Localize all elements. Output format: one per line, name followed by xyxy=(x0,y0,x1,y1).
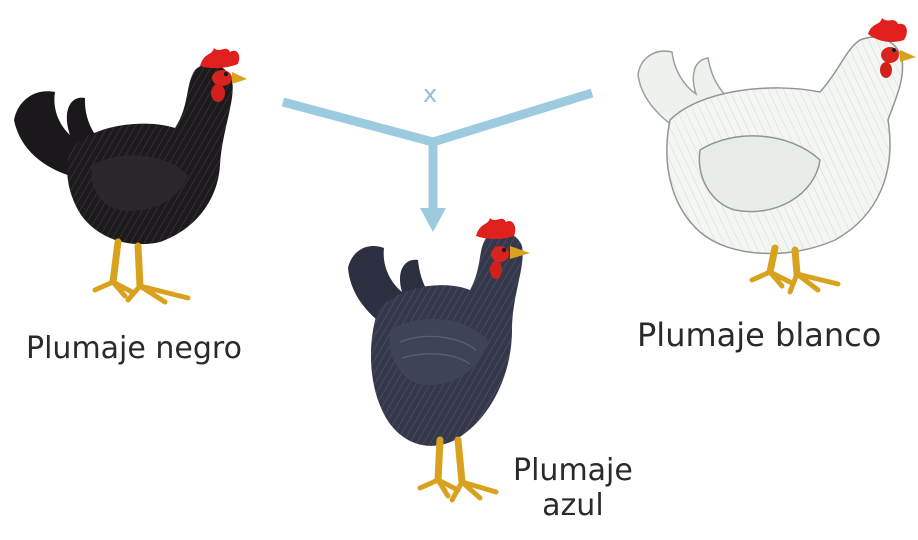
black-chicken-icon xyxy=(14,48,247,302)
blue-plumage-label-line1: Plumaje xyxy=(513,453,633,488)
blue-chicken-icon xyxy=(348,218,530,500)
cross-arrow-icon xyxy=(283,93,592,232)
cross-symbol: x xyxy=(423,80,437,108)
black-plumage-label: Plumaje negro xyxy=(26,331,242,366)
blue-plumage-label: Plumaje azul xyxy=(513,453,633,524)
blue-plumage-label-line2: azul xyxy=(513,488,633,523)
white-plumage-label: Plumaje blanco xyxy=(637,317,881,355)
white-chicken-icon xyxy=(638,18,916,292)
